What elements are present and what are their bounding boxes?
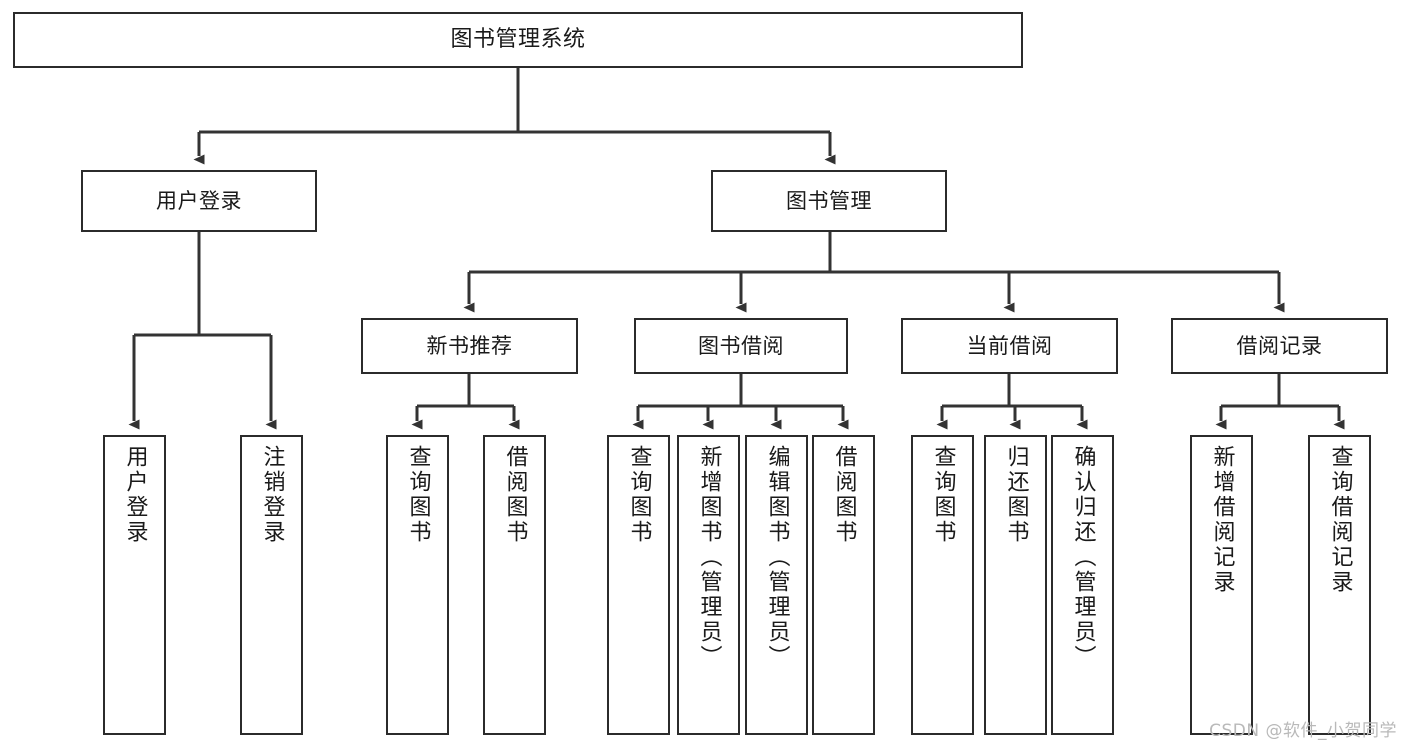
node-new-book-recommend-label: 新书推荐: [426, 333, 513, 358]
node-leaf-query-book-recommend[interactable]: 查询图书: [386, 435, 449, 735]
node-book-borrow[interactable]: 图书借阅: [634, 318, 848, 374]
node-borrow-record[interactable]: 借阅记录: [1171, 318, 1388, 374]
node-root[interactable]: 图书管理系统: [13, 12, 1023, 68]
node-leaf-edit-book-admin[interactable]: 编辑图书（管理员）: [745, 435, 808, 735]
node-leaf-borrow-book[interactable]: 借阅图书: [812, 435, 875, 735]
node-root-label: 图书管理系统: [450, 27, 586, 53]
node-leaf-logout[interactable]: 注销登录: [240, 435, 303, 735]
node-leaf-logout-label: 注销登录: [259, 445, 285, 545]
node-user-login[interactable]: 用户登录: [81, 170, 317, 232]
node-user-login-label: 用户登录: [156, 188, 242, 213]
node-leaf-add-borrow-record-label: 新增借阅记录: [1209, 445, 1235, 595]
node-book-management-label: 图书管理: [786, 188, 872, 213]
node-leaf-return-book-label: 归还图书: [1003, 445, 1029, 545]
node-leaf-query-borrow-record-label: 查询借阅记录: [1327, 445, 1353, 595]
node-leaf-borrow-book-label: 借阅图书: [831, 445, 857, 545]
node-leaf-add-book-admin-label: 新增图书（管理员）: [696, 445, 722, 670]
node-leaf-user-login[interactable]: 用户登录: [103, 435, 166, 735]
node-book-borrow-label: 图书借阅: [698, 333, 784, 358]
node-leaf-borrow-book-recommend-label: 借阅图书: [502, 445, 528, 545]
node-leaf-query-book-recommend-label: 查询图书: [405, 445, 431, 545]
node-current-borrow-label: 当前借阅: [966, 333, 1053, 358]
node-leaf-add-borrow-record[interactable]: 新增借阅记录: [1190, 435, 1253, 735]
node-book-management[interactable]: 图书管理: [711, 170, 947, 232]
node-leaf-query-book-current-label: 查询图书: [930, 445, 956, 545]
node-leaf-user-login-label: 用户登录: [122, 445, 148, 545]
node-leaf-query-borrow-record[interactable]: 查询借阅记录: [1308, 435, 1371, 735]
node-leaf-confirm-return-admin-label: 确认归还（管理员）: [1070, 445, 1096, 670]
node-leaf-add-book-admin[interactable]: 新增图书（管理员）: [677, 435, 740, 735]
node-new-book-recommend[interactable]: 新书推荐: [361, 318, 578, 374]
node-leaf-edit-book-admin-label: 编辑图书（管理员）: [764, 445, 790, 670]
node-leaf-query-book-current[interactable]: 查询图书: [911, 435, 974, 735]
node-current-borrow[interactable]: 当前借阅: [901, 318, 1118, 374]
node-leaf-query-book-borrow[interactable]: 查询图书: [607, 435, 670, 735]
node-leaf-confirm-return-admin[interactable]: 确认归还（管理员）: [1051, 435, 1114, 735]
node-borrow-record-label: 借阅记录: [1236, 333, 1323, 358]
node-leaf-query-book-borrow-label: 查询图书: [626, 445, 652, 545]
node-leaf-return-book[interactable]: 归还图书: [984, 435, 1047, 735]
node-leaf-borrow-book-recommend[interactable]: 借阅图书: [483, 435, 546, 735]
